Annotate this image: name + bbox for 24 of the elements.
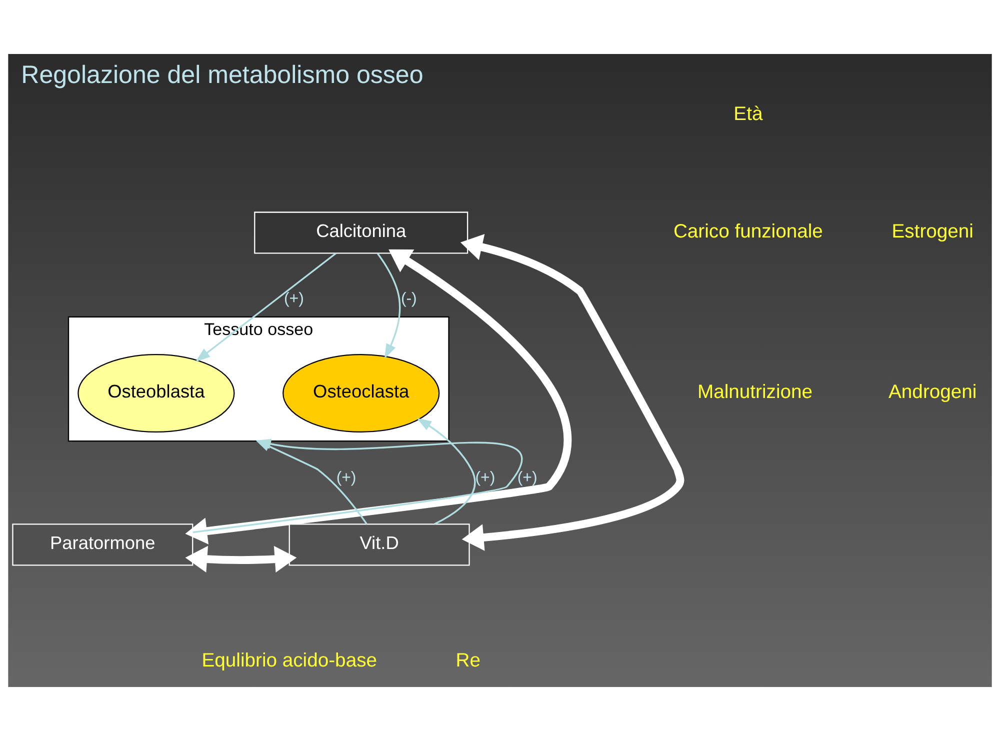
arrow (460, 233, 684, 550)
label: Equlibrio acido-base (202, 649, 378, 672)
label: Re (456, 649, 480, 672)
arrow (376, 252, 401, 358)
edge-label: (+) (517, 468, 538, 486)
edge-label: (-) (400, 290, 417, 308)
label: Estrogeni (892, 220, 974, 242)
arrow (195, 252, 336, 362)
label: Carico funzionale (673, 220, 823, 242)
node-ellipse: Osteoblasta (78, 354, 235, 432)
edge-label: (+) (284, 290, 304, 308)
diagram-title: Regolazione del metabolismo osseo (21, 60, 424, 89)
node-box: Paratormone (12, 523, 194, 566)
label: Malnutrizione (698, 380, 813, 402)
edge-label: (+) (475, 468, 496, 486)
arrow (185, 248, 572, 544)
edge-label: (+) (336, 468, 356, 486)
label: Età (734, 102, 763, 125)
node-box: Vit.D (288, 523, 470, 566)
node-box: Calcitonina (254, 211, 468, 254)
arrow (416, 418, 476, 524)
label: Androgeni (888, 380, 977, 402)
node-ellipse: Osteoclasta (282, 354, 440, 432)
arrow (185, 545, 297, 572)
